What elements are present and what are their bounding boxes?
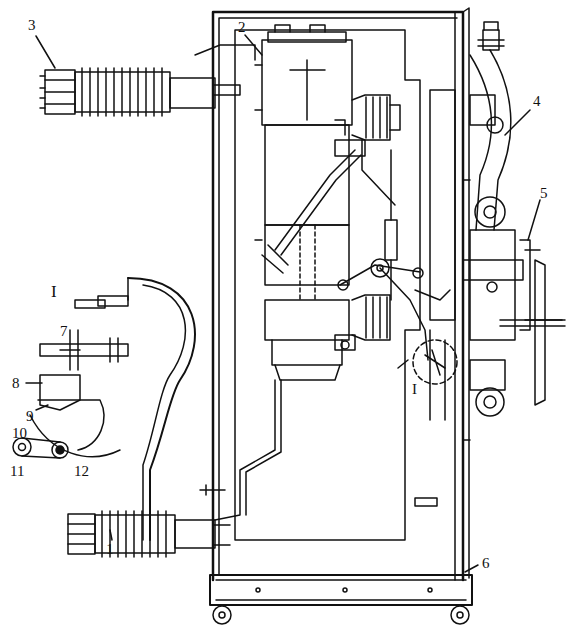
callout-number: 6 — [482, 556, 490, 571]
insulator-rib — [129, 68, 131, 116]
callout-number: 5 — [540, 186, 548, 201]
insulator-rib — [149, 511, 151, 557]
insulator-rib — [365, 297, 367, 338]
insulator-rib — [121, 68, 123, 116]
callout-number: 10 — [12, 426, 27, 441]
detail-marker: I — [51, 283, 57, 300]
callout-number: 4 — [533, 94, 541, 109]
callout-number: 12 — [74, 464, 89, 479]
detail-marker: I — [412, 382, 417, 397]
insulator-rib — [137, 68, 139, 116]
insulator-rib — [97, 68, 99, 116]
insulator-rib — [145, 68, 147, 116]
insulator-rib — [372, 97, 374, 138]
insulator-rib — [113, 68, 115, 116]
insulator-rib — [105, 68, 107, 116]
callout-number: 2 — [238, 20, 246, 35]
insulator-rib — [89, 68, 91, 116]
insulator-rib — [153, 68, 155, 116]
callout-number: 8 — [12, 376, 20, 391]
insulator-rib — [117, 511, 119, 557]
insulator-rib — [386, 297, 388, 338]
insulator-rib — [386, 97, 388, 138]
insulator-rib — [141, 511, 143, 557]
callout-number: 11 — [10, 464, 24, 479]
insulator-rib — [379, 297, 381, 338]
callout-number: 3 — [28, 18, 36, 33]
callout-number: 1 — [106, 542, 114, 557]
insulator-rib — [133, 511, 135, 557]
callout-number: 7 — [60, 324, 68, 339]
insulator-rib — [379, 97, 381, 138]
callout-number: 9 — [26, 409, 34, 424]
insulator-rib — [365, 97, 367, 138]
insulator-rib — [165, 511, 167, 557]
insulator-rib — [81, 68, 83, 116]
insulator-rib — [161, 68, 163, 116]
insulator-rib — [101, 511, 103, 557]
insulator-rib — [125, 511, 127, 557]
insulator-rib — [372, 297, 374, 338]
insulator-rib — [157, 511, 159, 557]
